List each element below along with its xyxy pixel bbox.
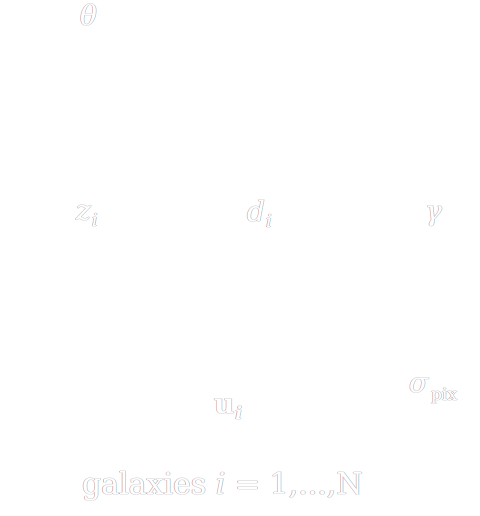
z-subscript: i: [91, 210, 98, 231]
theta-symbol: θ: [80, 0, 97, 32]
sigma-subscript: pix: [431, 385, 458, 405]
plate-label-prefix: galaxies: [82, 467, 207, 502]
z-node-label: zi: [76, 194, 98, 230]
d-node-label: di: [247, 195, 272, 231]
plate-label: galaxies i = 1,...,N: [82, 470, 363, 500]
plate-range: 1,...,N: [269, 467, 363, 502]
sigma-symbol: σ: [409, 366, 429, 399]
pixel-vector-node-label: ui: [214, 387, 242, 423]
pixel-vector-subscript: i: [235, 403, 243, 424]
pixel-vector-symbol: u: [214, 387, 235, 420]
plate-equals: =: [234, 467, 261, 502]
theta-node-label: θ: [80, 2, 97, 30]
d-subscript: i: [265, 211, 272, 232]
d-symbol: d: [247, 195, 265, 228]
gamma-symbol: γ: [425, 194, 442, 227]
plate-index: i: [215, 467, 226, 502]
z-symbol: z: [76, 194, 91, 227]
gamma-node-label: γ: [425, 197, 442, 225]
